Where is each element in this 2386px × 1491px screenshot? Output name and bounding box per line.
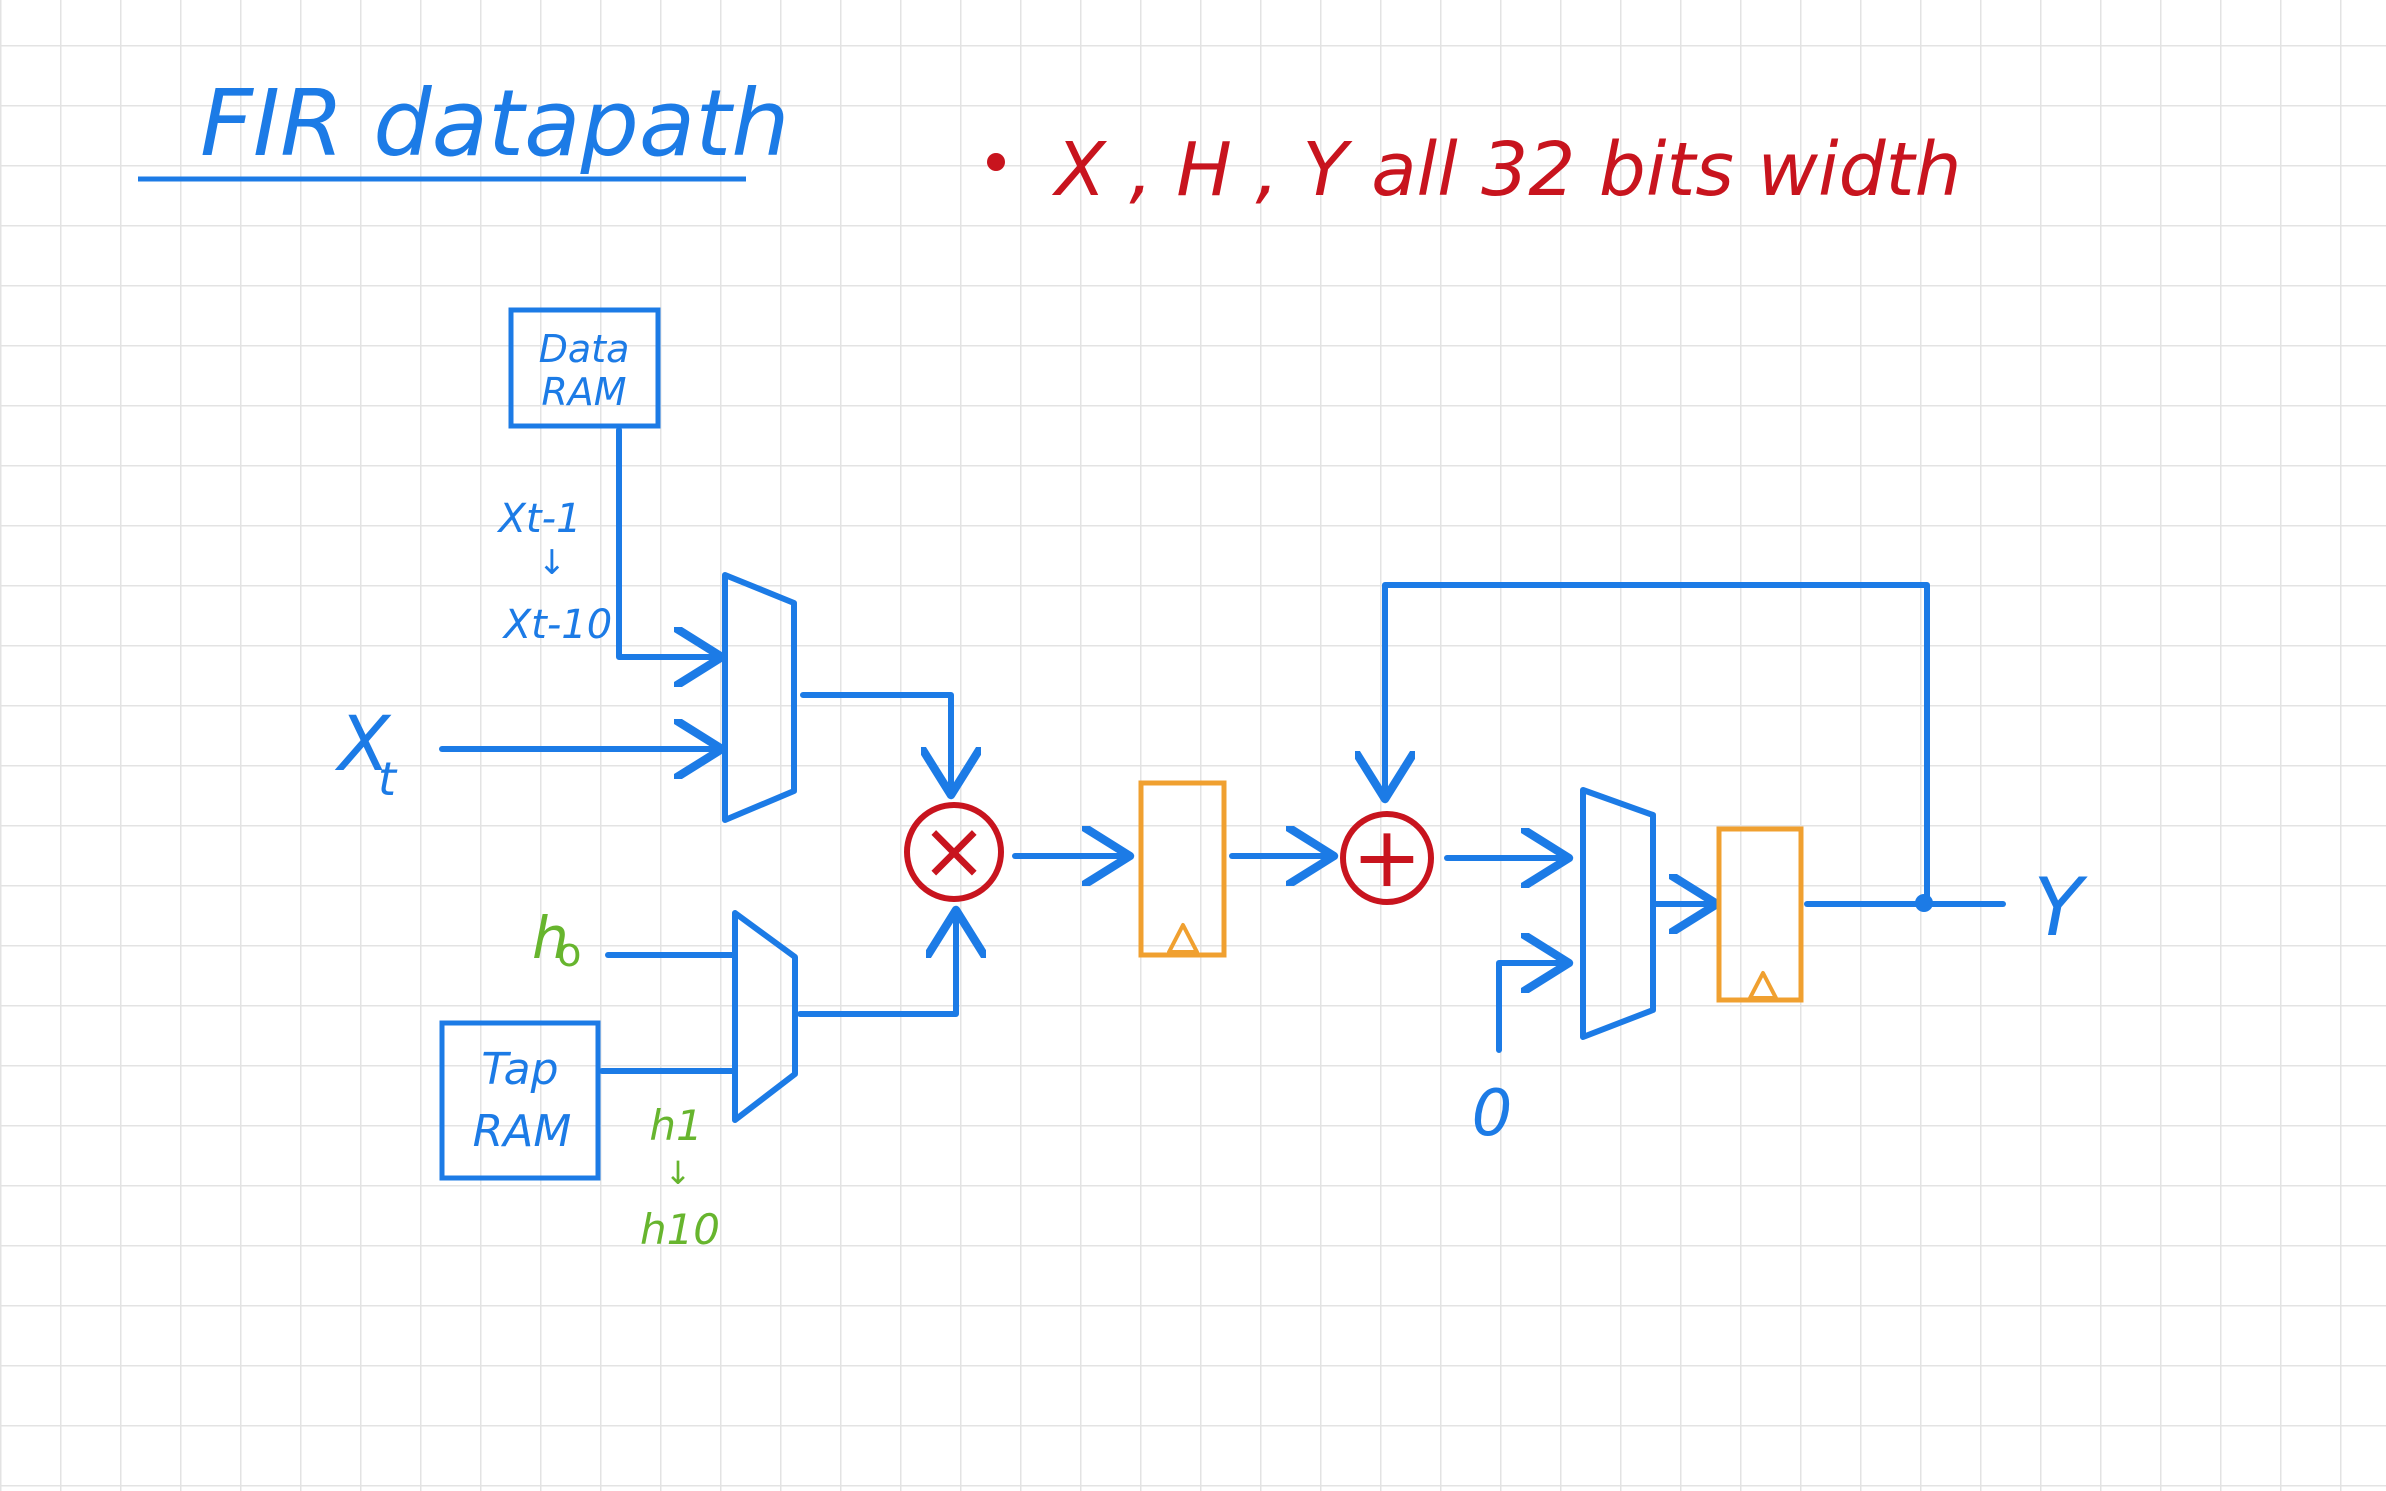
multiplier-circle — [904, 802, 1004, 902]
data-ram-label-line1: Data — [539, 327, 630, 371]
h-range-arrow: ↓ — [665, 1154, 692, 1192]
x-t-subscript: t — [378, 752, 398, 806]
pipeline-register-1 — [1138, 780, 1227, 958]
tap-ram-block — [439, 1020, 601, 1181]
wire-data-ram-to-mux1 — [616, 427, 722, 657]
x-t-label: X — [334, 699, 392, 788]
wire-feedback-to-adder — [1385, 582, 1930, 906]
adder-symbol: + — [1352, 808, 1422, 906]
tap-ram-label-line2: RAM — [473, 1106, 572, 1157]
adder-circle — [1340, 811, 1434, 905]
wire-mux2-to-multiplier — [797, 910, 956, 1017]
x-prev-start-label: Xt-1 — [497, 496, 582, 542]
accumulator-register — [1716, 826, 1804, 1003]
h0-subscript: o — [557, 930, 581, 976]
data-ram-block — [508, 307, 661, 429]
reg2-clock-triangle — [1748, 971, 1778, 1000]
zero-input-label: 0 — [1472, 1077, 1513, 1151]
y-output-label: Y — [2034, 861, 2089, 954]
width-note: X , H , Y all 32 bits width — [1051, 127, 1961, 213]
x-prev-end-label: Xt-10 — [502, 602, 612, 648]
wire-mux1-to-multiplier — [800, 692, 951, 795]
mux1-data-select — [722, 572, 797, 823]
page-title: FIR datapath — [200, 70, 790, 177]
mux3-accumulator-select — [1580, 787, 1656, 1040]
mux2-tap-select — [732, 910, 798, 1123]
data-ram-label-line2: RAM — [541, 370, 626, 414]
reg1-clock-triangle — [1167, 923, 1199, 954]
h0-label: h — [532, 904, 569, 972]
multiplier-symbol: × — [920, 804, 987, 897]
h1-label: h1 — [649, 1101, 702, 1150]
note-bullet-dot — [987, 153, 1005, 171]
x-range-arrow: ↓ — [538, 543, 567, 583]
h10-label: h10 — [640, 1205, 720, 1254]
wire-zero-to-mux3 — [1496, 963, 1569, 1053]
tap-ram-label-line1: Tap — [481, 1044, 558, 1095]
